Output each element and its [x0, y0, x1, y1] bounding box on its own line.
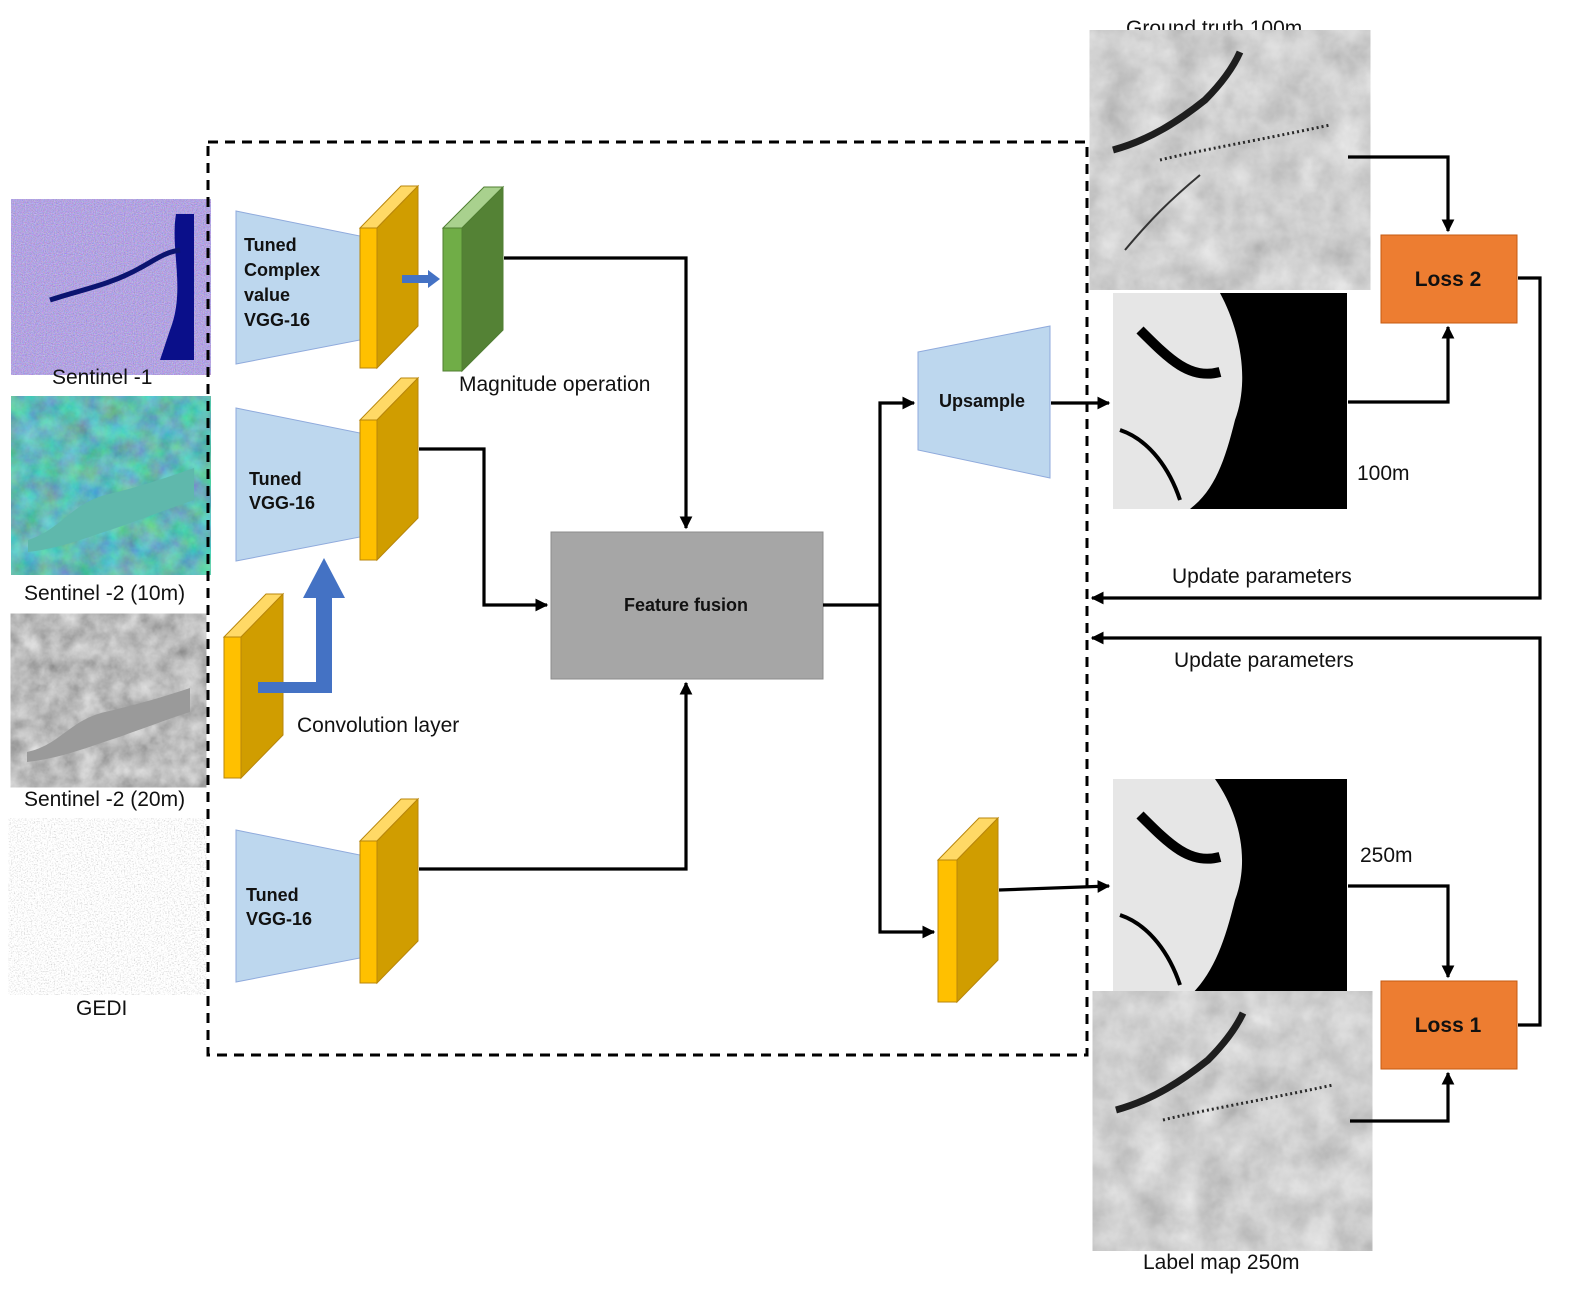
- ground-truth-label: Ground truth 100m: [1126, 17, 1302, 40]
- featuremap-to-output-arrow: [998, 880, 1111, 893]
- gedi-to-fusion-arrow: [419, 681, 693, 871]
- pred250-to-loss1-arrow: [1348, 884, 1455, 979]
- upsample-label: Upsample: [939, 391, 1025, 411]
- gedi-label: GEDI: [76, 997, 127, 1020]
- sentinel2-20m-image: [27, 628, 190, 773]
- update-params-bottom-label: Update parameters: [1174, 649, 1354, 672]
- fusion-to-upsample-arrow: [878, 396, 916, 605]
- vgg-encoder-gedi-label: Tuned VGG-16: [246, 885, 312, 929]
- loss2-box: [1380, 234, 1518, 324]
- pred100-to-loss2-arrow: [1348, 325, 1455, 404]
- label-map-image: [1115, 1011, 1349, 1229]
- loss1-box: [1380, 980, 1518, 1070]
- to-magnitude-arrow: [402, 270, 440, 288]
- complex-vgg-label: Tuned Complex value VGG-16: [244, 235, 325, 330]
- feature-fusion-label: Feature fusion: [624, 595, 748, 615]
- loss2-feedback-arrow: [1090, 276, 1542, 605]
- magnitude-label: Magnitude operation: [459, 373, 650, 396]
- update-params-top-label: Update parameters: [1172, 565, 1352, 588]
- sentinel2-10m-image: [28, 411, 194, 560]
- convolution-label: Convolution layer: [297, 714, 459, 737]
- feature-fusion-box: [550, 531, 824, 680]
- fusion-to-featuremap-arrow: [878, 605, 936, 939]
- output-feature-map: [936, 816, 1000, 1004]
- sentinel2-10m-label: Sentinel -2 (10m): [24, 582, 185, 605]
- loss1-label: Loss 1: [1415, 1014, 1482, 1037]
- res-100-label: 100m: [1357, 462, 1410, 485]
- label-map-label: Label map 250m: [1143, 1251, 1299, 1274]
- sentinel1-label: Sentinel -1: [52, 366, 152, 389]
- conv-to-encoder-arrow: [258, 558, 345, 693]
- prediction-250m-image: [1113, 779, 1347, 994]
- magnitude-to-fusion-arrow: [504, 256, 693, 530]
- gedi-image: [25, 833, 190, 980]
- prediction-100m-image: [1113, 293, 1347, 509]
- magnitude-map: [441, 185, 505, 373]
- label-to-loss1-arrow: [1350, 1071, 1455, 1123]
- model-boundary: [206, 140, 1089, 1057]
- vgg-encoder-s2-label: Tuned VGG-16: [249, 469, 315, 513]
- ground-truth-image: [1112, 50, 1347, 268]
- sentinel2-20m-label: Sentinel -2 (20m): [24, 788, 185, 811]
- gt-to-loss2-arrow: [1348, 155, 1455, 233]
- upsample-block: [917, 325, 1051, 479]
- s2-to-fusion-arrow: [419, 447, 549, 612]
- loss1-feedback-arrow: [1090, 631, 1542, 1027]
- vgg-encoder-gedi: [235, 829, 361, 983]
- sentinel1-image: [28, 214, 194, 360]
- feature-map-2: [358, 376, 420, 562]
- res-250-label: 250m: [1360, 844, 1413, 867]
- feature-map-1: [358, 184, 420, 370]
- loss2-label: Loss 2: [1415, 268, 1482, 291]
- feature-map-3: [358, 797, 420, 985]
